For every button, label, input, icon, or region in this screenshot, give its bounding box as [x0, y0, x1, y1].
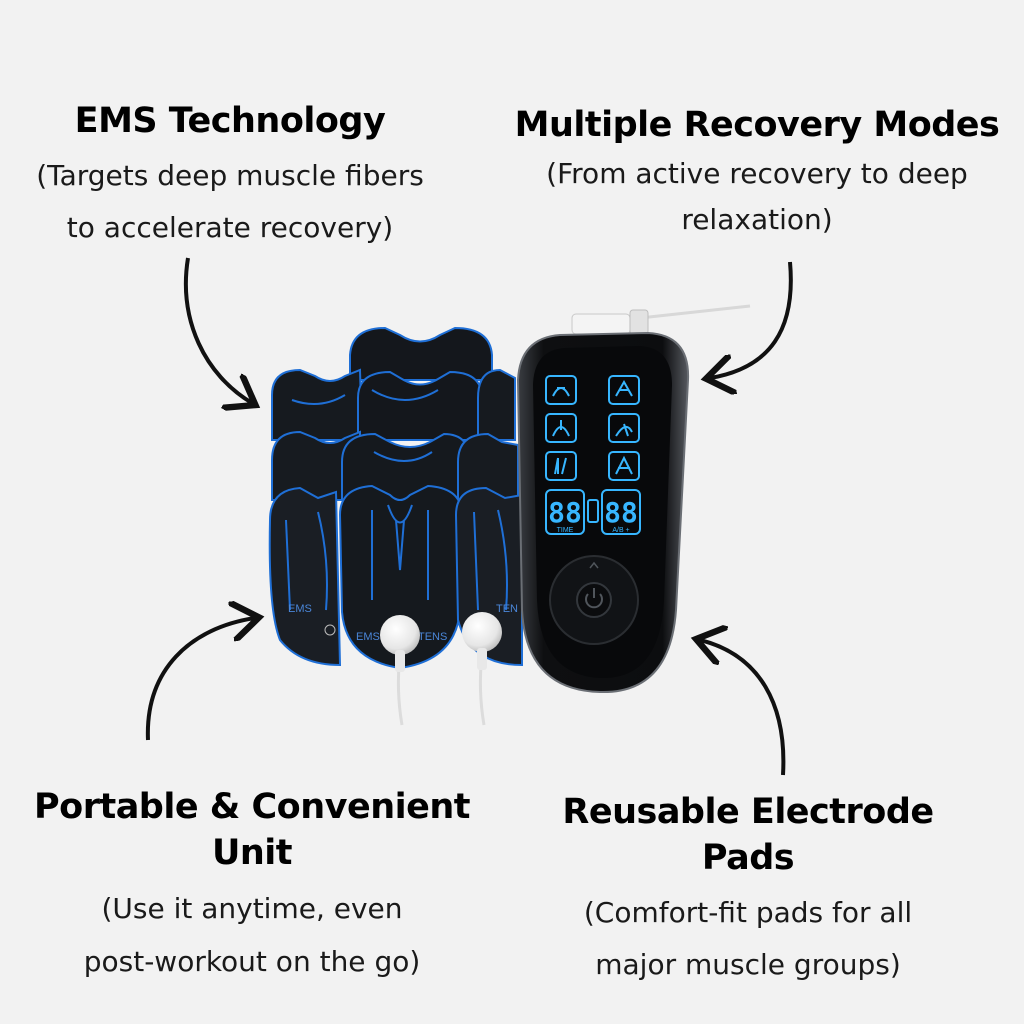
electrode-pads: [268, 326, 523, 670]
feature-title-line: Portable & Convenient: [34, 787, 471, 827]
feature-title-line: Unit: [211, 833, 293, 873]
feature-desc-line: (From active recovery to deep: [546, 157, 968, 190]
feature-title: EMS Technology: [74, 101, 386, 141]
feature-ems-technology: EMS Technology (Targets deep muscle fibe…: [10, 98, 450, 248]
display-left-digits: 88: [548, 496, 582, 529]
pad-label-ems-left: EMS: [288, 603, 312, 615]
arrow-to-device-top: [710, 261, 793, 378]
display-right-digits: 88: [604, 496, 638, 529]
pad-label-tens-center: TENS: [418, 631, 447, 643]
feature-title: Multiple Recovery Modes: [514, 105, 1000, 145]
feature-title-line: Reusable Electrode: [562, 792, 934, 832]
arrow-to-pads-top: [183, 257, 252, 403]
device-cable-plugs: [571, 304, 751, 335]
feature-desc-line: major muscle groups): [595, 948, 901, 981]
pad-left: [268, 486, 342, 667]
pad-label-tens-right: TEN: [496, 603, 518, 615]
feature-title-line: Pads: [701, 838, 795, 878]
arrow-to-pads-bottom: [145, 618, 255, 741]
feature-electrode-pads: Reusable Electrode Pads (Comfort-fit pad…: [548, 789, 948, 985]
feature-portable-unit: Portable & Convenient Unit (Use it anyti…: [22, 784, 482, 982]
feature-desc-line: to accelerate recovery): [66, 211, 394, 244]
feature-desc-line: relaxation): [681, 203, 833, 236]
feature-desc-line: (Use it anytime, even: [101, 892, 403, 925]
feature-desc-line: (Comfort-fit pads for all: [583, 896, 913, 929]
feature-desc-line: (Targets deep muscle fibers: [36, 159, 424, 192]
feature-desc-line: post-workout on the go): [83, 945, 421, 978]
display-label-ab: A/B +: [612, 527, 629, 534]
feature-recovery-modes: Multiple Recovery Modes (From active rec…: [510, 102, 1004, 240]
tens-unit: 88 88 TIME A/B +: [516, 331, 690, 694]
pad-connectors: [380, 612, 502, 726]
arrow-to-device-bottom: [700, 640, 786, 776]
pad-label-ems-center: EMS: [356, 631, 380, 643]
display-label-time: TIME: [557, 527, 574, 534]
center-power-button: [576, 582, 612, 618]
